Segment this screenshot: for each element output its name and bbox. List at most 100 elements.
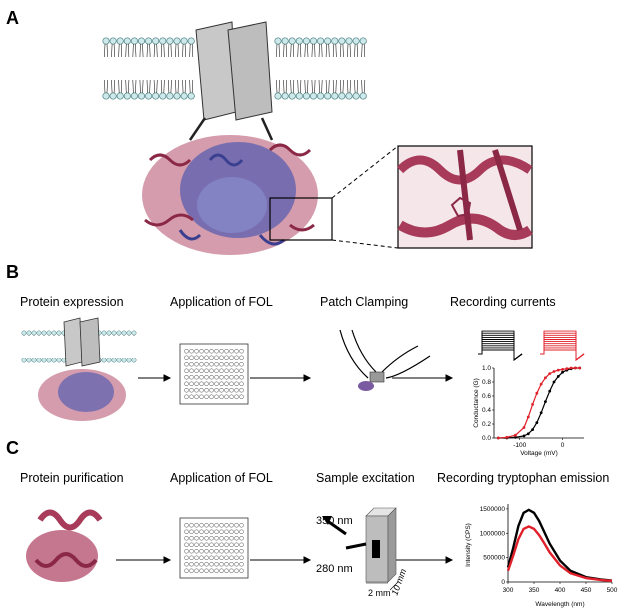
plate-well xyxy=(194,529,199,534)
plate-well xyxy=(239,549,244,554)
plate-well xyxy=(239,362,244,367)
lipid-outer xyxy=(324,37,332,58)
lipid-outer xyxy=(166,37,174,58)
plate-well xyxy=(229,375,234,380)
plate-well xyxy=(214,349,219,354)
plate-well xyxy=(189,362,194,367)
lipid-outer xyxy=(309,37,318,58)
membrane-left xyxy=(102,37,195,100)
plate-well xyxy=(214,381,219,386)
conductance-point xyxy=(535,421,539,424)
lipid-head xyxy=(121,357,127,363)
plate-well xyxy=(229,355,234,360)
lipid-head xyxy=(106,357,112,363)
lipid-inner xyxy=(324,79,332,100)
emission-ytick-label: 1000000 xyxy=(480,530,506,537)
conductance-point xyxy=(526,432,530,436)
plate-well xyxy=(194,394,199,399)
plate-well xyxy=(239,368,244,373)
step-sample-excitation: Sample excitation xyxy=(316,471,415,485)
conductance-ytick-label: 1.0 xyxy=(482,365,491,372)
lipid-outer xyxy=(159,37,167,58)
plate-well xyxy=(189,394,194,399)
protein-structure-a xyxy=(142,135,318,255)
purified-protein-illustration xyxy=(26,509,103,582)
emission-xtick-label: 450 xyxy=(581,587,592,594)
plate-well xyxy=(199,555,204,560)
conductance-point xyxy=(522,426,526,429)
plate-well xyxy=(214,355,219,360)
lipid-head xyxy=(36,330,42,336)
lipid-inner xyxy=(317,79,325,100)
lipid-head xyxy=(131,330,137,336)
conductance-point xyxy=(514,435,517,439)
panel-b-letter: B xyxy=(6,262,19,282)
lipid-head xyxy=(31,357,37,363)
lipid-inner xyxy=(173,79,181,100)
plate-well xyxy=(194,555,199,560)
plate-well xyxy=(219,381,224,386)
plate-well xyxy=(219,523,224,528)
lipid-head xyxy=(31,330,37,336)
current-traces-black xyxy=(478,330,523,361)
plate-well xyxy=(204,368,209,373)
conductance-point xyxy=(574,366,577,370)
plate-well xyxy=(194,542,199,547)
plate-well xyxy=(204,388,209,393)
plate-well xyxy=(189,529,194,534)
lipid-outer xyxy=(352,37,360,58)
membrane-right xyxy=(274,37,367,100)
plate-well xyxy=(204,562,209,567)
lipid-outer xyxy=(331,37,339,58)
plate-well xyxy=(199,568,204,573)
plate-well xyxy=(204,375,209,380)
arrows-b xyxy=(138,374,454,382)
plate-well xyxy=(184,375,189,380)
plate-well xyxy=(209,381,214,386)
plate-well xyxy=(209,394,214,399)
plate-well xyxy=(229,549,234,554)
step-recording-currents: Recording currents xyxy=(450,295,556,309)
lipid-head xyxy=(21,357,27,363)
plate-well xyxy=(234,375,239,380)
plate-well xyxy=(199,542,204,547)
plate-well xyxy=(239,381,244,386)
ion-channel-illustration xyxy=(188,21,274,141)
conductance-point xyxy=(539,411,543,415)
lipid-head xyxy=(26,330,32,336)
plate-well xyxy=(234,394,239,399)
plate-well xyxy=(209,523,214,528)
lipid-inner xyxy=(295,79,303,100)
plate-well xyxy=(204,549,209,554)
conductance-point xyxy=(505,435,509,439)
plate-well xyxy=(214,542,219,547)
lipid-head xyxy=(111,357,117,363)
plate-well xyxy=(194,562,199,567)
plate-well xyxy=(209,542,214,547)
lipid-outer xyxy=(359,37,367,58)
plate-frame xyxy=(179,343,249,405)
lipid-outer xyxy=(173,37,181,58)
lipid-outer xyxy=(345,37,353,58)
current-trace xyxy=(478,341,523,361)
plate-well xyxy=(209,536,214,541)
lipid-inner xyxy=(345,79,353,100)
lipid-inner xyxy=(187,79,195,100)
lipid-outer xyxy=(102,37,110,58)
lipid-inner xyxy=(137,79,146,100)
plate-well xyxy=(219,555,224,560)
lipid-inner xyxy=(130,79,138,100)
conductance-fit-line xyxy=(498,367,580,439)
plate-well xyxy=(209,349,214,354)
lipid-inner xyxy=(180,79,188,100)
conductance-point xyxy=(514,433,517,437)
plate-well xyxy=(194,368,199,373)
plate-well xyxy=(224,375,229,380)
plate-well xyxy=(199,549,204,554)
lipid-head xyxy=(41,330,47,336)
well-plate-c xyxy=(179,517,249,579)
step-application-fol-c: Application of FOL xyxy=(170,471,273,485)
plate-well xyxy=(194,568,199,573)
conductance-xlabel: Voltage (mV) xyxy=(520,450,558,457)
lipid-outer xyxy=(145,37,153,58)
